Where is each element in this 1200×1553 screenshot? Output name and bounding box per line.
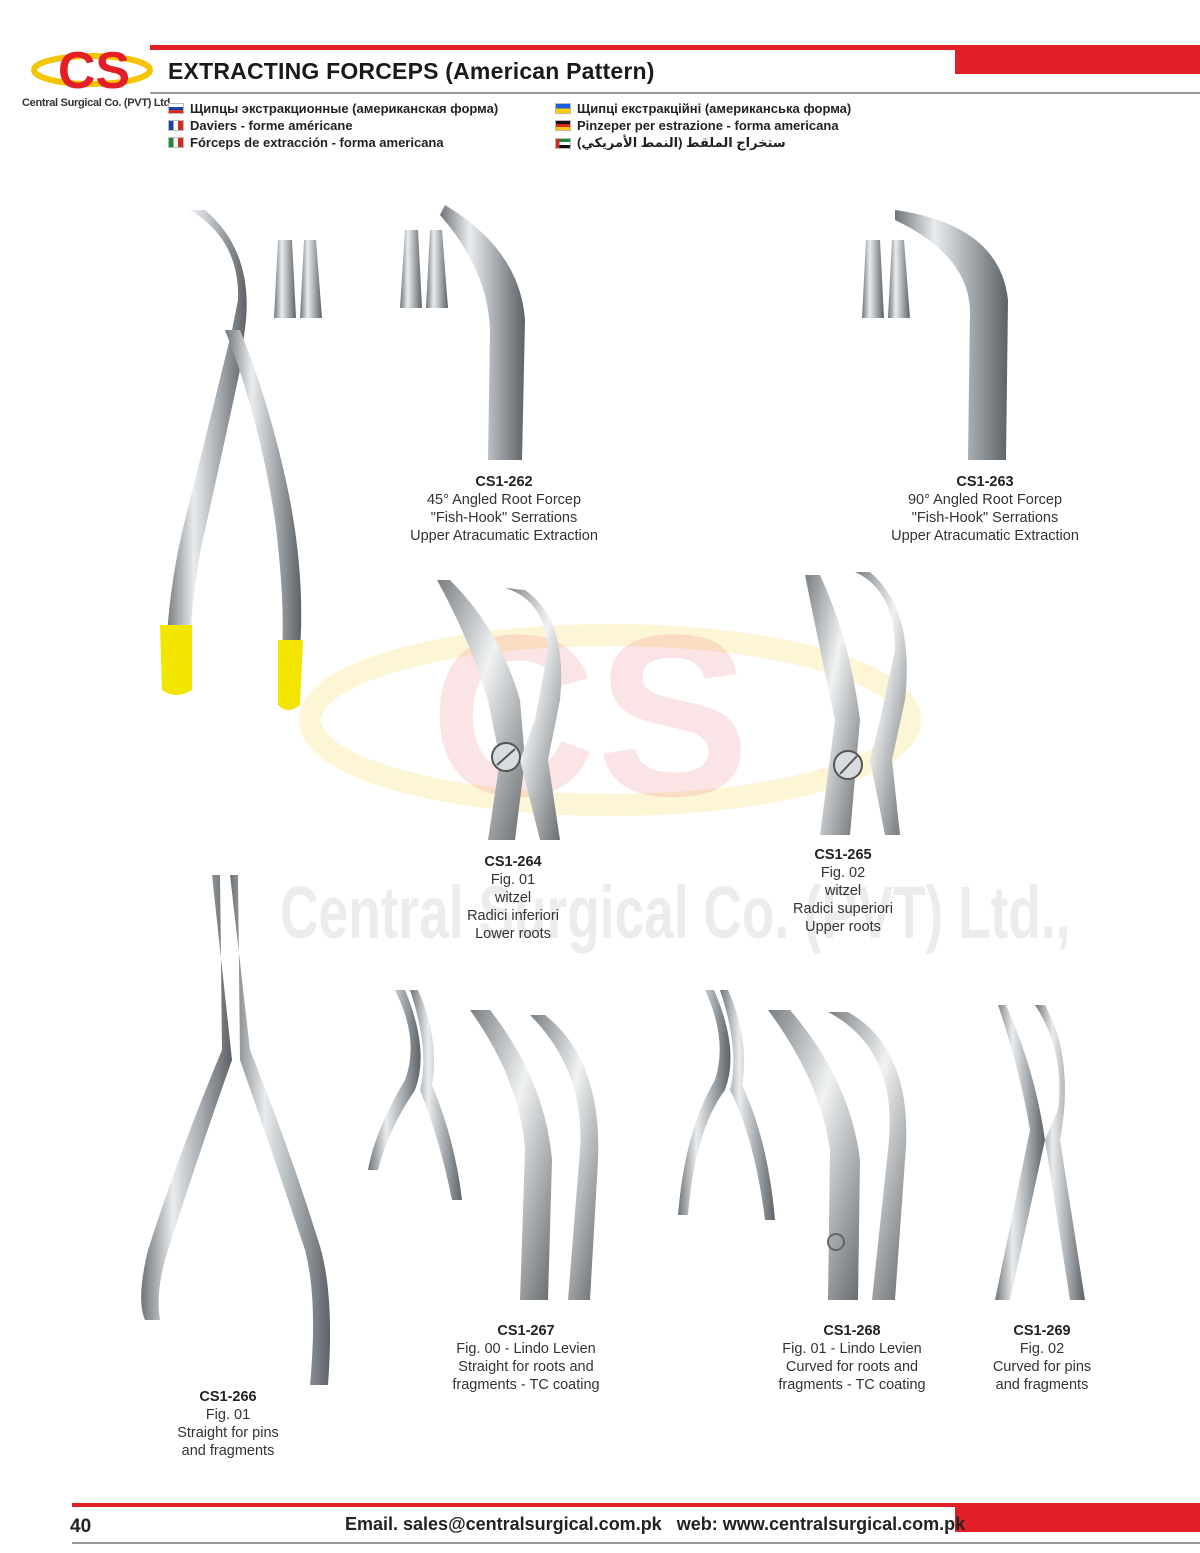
forcep-cs1-265-image (805, 572, 907, 835)
forcep-cs1-267-closeup-image (470, 1010, 599, 1300)
flag-ua-icon (555, 103, 571, 114)
product-line: Fig. 00 - Lindo Levien (456, 1341, 596, 1357)
flag-it-icon (168, 137, 184, 148)
product-line: and fragments (181, 1443, 275, 1459)
product-code: CS1-262 (475, 474, 533, 490)
product-line: Fig. 01 (490, 872, 536, 888)
translation-ae: ستخراج الملقط (النمط الأمريكي) (555, 135, 851, 151)
product-line: Fig. 01 - Lindo Levien (782, 1341, 922, 1357)
translation-de: Pinzeper per estrazione - forma american… (555, 118, 851, 133)
forcep-cs1-266-image (141, 875, 331, 1385)
product-code: CS1-269 (1013, 1323, 1071, 1339)
product-code: CS1-263 (956, 474, 1014, 490)
footer-grey-rule (72, 1542, 1200, 1544)
translation-it: Fórceps de extracción - forma americana (168, 135, 498, 150)
flag-fr-icon (168, 120, 184, 131)
product-code: CS1-267 (497, 1323, 555, 1339)
product-line: Straight for pins (177, 1425, 279, 1441)
logo-letters: CS (58, 42, 130, 100)
header-top-rule (150, 45, 1200, 50)
product-caption-cs1-262: CS1-262 45° Angled Root Forcep "Fish-Hoo… (380, 473, 628, 545)
product-caption-cs1-269: CS1-269 Fig. 02 Curved for pins and frag… (972, 1322, 1112, 1394)
footer-red-block (955, 1507, 1200, 1532)
translations-left: Щипцы экстракционные (американская форма… (168, 101, 498, 150)
flag-ru-icon (168, 103, 184, 114)
company-name: Central Surgical Co. (PVT) Ltd. (22, 97, 173, 109)
product-line: "Fish-Hook" Serrations (430, 510, 578, 526)
translations-right: Щипці екстракційні (американська форма) … (555, 101, 851, 151)
product-line: Radici inferiori (467, 908, 559, 924)
product-line: Radici superiori (793, 901, 893, 917)
forcep-cs1-268-closeup-image (768, 1010, 907, 1300)
page-title: EXTRACTING FORCEPS (American Pattern) (168, 58, 655, 84)
flag-de-icon (555, 120, 571, 131)
forcep-yellow-handles-image (160, 210, 303, 710)
flag-ae-icon (555, 137, 571, 149)
product-line: 90° Angled Root Forcep (907, 492, 1063, 508)
product-line: Straight for roots and (458, 1359, 594, 1375)
product-line: "Fish-Hook" Serrations (911, 510, 1059, 526)
forcep-90-angled-image (895, 210, 1008, 460)
forcep-45-angled-image (440, 205, 525, 460)
product-line: Fig. 01 (205, 1407, 251, 1423)
product-line: Upper Atracumatic Extraction (891, 528, 1079, 544)
product-code: CS1-266 (199, 1389, 257, 1405)
product-code: CS1-265 (814, 847, 872, 863)
product-caption-cs1-263: CS1-263 90° Angled Root Forcep "Fish-Hoo… (861, 473, 1109, 545)
company-logo: CS (31, 42, 153, 100)
product-line: Upper Atracumatic Extraction (410, 528, 598, 544)
product-code: CS1-264 (484, 854, 542, 870)
watermark-text: Central Surgical Co. (PVT) Ltd., (280, 871, 1071, 954)
forcep-cs1-264-image (437, 580, 562, 840)
product-code: CS1-268 (823, 1323, 881, 1339)
watermark-logo: CS (299, 600, 921, 840)
product-line: Fig. 02 (820, 865, 866, 881)
forcep-cs1-268-small-image (678, 990, 775, 1220)
page-number: 40 (70, 1516, 92, 1537)
translation-ua: Щипці екстракційні (американська форма) (555, 101, 851, 116)
product-line: and fragments (995, 1377, 1089, 1393)
product-line: fragments - TC coating (778, 1377, 926, 1393)
jaw-closeup-image-2 (400, 230, 448, 308)
product-caption-cs1-264: CS1-264 Fig. 01 witzel Radici inferiori … (438, 853, 588, 943)
jaw-closeup-image-1 (274, 240, 322, 318)
product-line: witzel (824, 883, 862, 899)
product-line: Curved for pins (992, 1359, 1092, 1375)
product-line: Fig. 02 (1019, 1341, 1065, 1357)
product-line: Upper roots (805, 919, 881, 935)
header-grey-rule (150, 92, 1200, 94)
translation-fr: Daviers - forme américane (168, 118, 498, 133)
product-caption-cs1-265: CS1-265 Fig. 02 witzel Radici superiori … (768, 846, 918, 936)
product-caption-cs1-268: CS1-268 Fig. 01 - Lindo Levien Curved fo… (756, 1322, 948, 1394)
footer-rule (72, 1503, 1200, 1507)
product-caption-cs1-266: CS1-266 Fig. 01 Straight for pins and fr… (148, 1388, 308, 1460)
forcep-cs1-269-image (995, 1005, 1085, 1300)
forcep-cs1-267-small-image (368, 990, 462, 1200)
translation-ru: Щипцы экстракционные (американская форма… (168, 101, 498, 116)
footer-contact: Email. sales@centralsurgical.com.pk web:… (345, 1514, 966, 1534)
header-red-block (955, 50, 1200, 74)
product-line: fragments - TC coating (452, 1377, 600, 1393)
jaw-closeup-image-3 (862, 240, 910, 318)
product-line: witzel (494, 890, 532, 906)
product-line: 45° Angled Root Forcep (426, 492, 582, 508)
product-line: Curved for roots and (785, 1359, 919, 1375)
product-line: Lower roots (475, 926, 551, 942)
product-caption-cs1-267: CS1-267 Fig. 00 - Lindo Levien Straight … (430, 1322, 622, 1394)
